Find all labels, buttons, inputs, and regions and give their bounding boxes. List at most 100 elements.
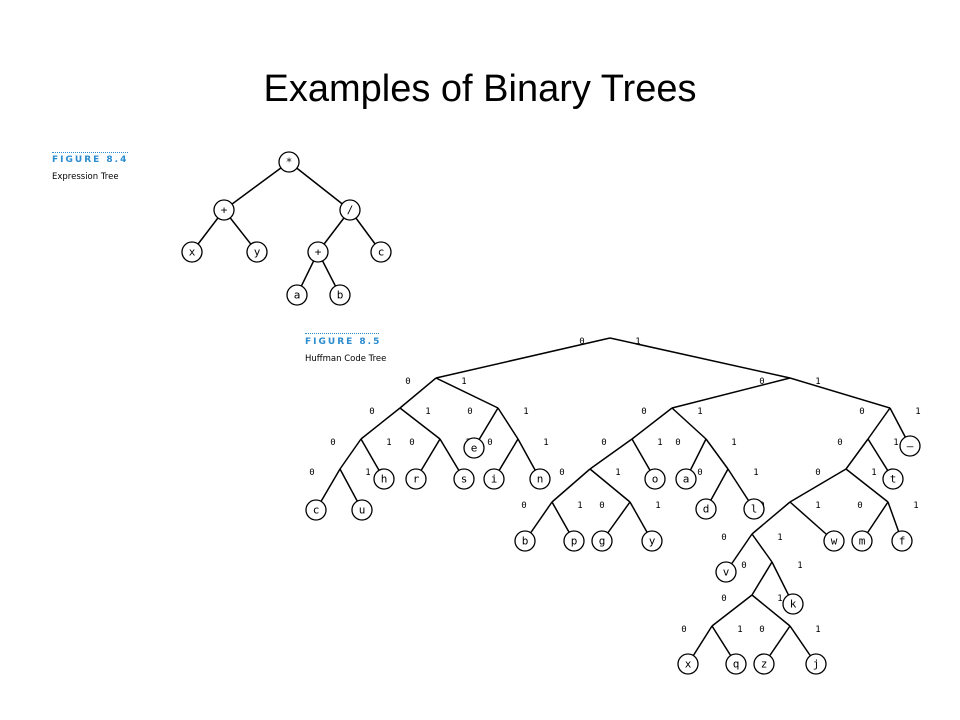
huffman-node-circle-q: [725, 653, 747, 675]
expression-node-y: y: [246, 241, 268, 263]
huffman-edge-label-RLL-o: 1: [657, 438, 662, 448]
expression-node-text-mul: *: [286, 156, 293, 169]
huffman-node-text-m: m: [859, 535, 866, 548]
huffman-node-circle-k: [782, 593, 804, 615]
huffman-node-j: j: [805, 653, 827, 675]
huffman-edge-label-V2-V3: 0: [741, 561, 746, 571]
huffman-edge-RL-RLR: [671, 407, 707, 440]
huffman-node-text-k: k: [790, 598, 797, 611]
huffman-edge-V3-V4: [711, 594, 753, 627]
slide-title: Examples of Binary Trees: [263, 68, 697, 110]
huffman-edge-label-LLLL-u: 1: [365, 468, 370, 478]
huffman-edge-label-V4-x: 0: [681, 625, 686, 635]
huffman-edge-label-r-L: 0: [579, 337, 584, 347]
huffman-node-z: z: [753, 653, 775, 675]
huffman-edge-label-RLLL-RLLLL: 0: [559, 468, 564, 478]
expression-node-x: x: [181, 241, 203, 263]
huffman-edge-label-LRR-n: 1: [543, 438, 548, 448]
huffman-node-k: k: [782, 593, 804, 615]
expression-node-text-plus1: +: [221, 204, 228, 217]
expression-node-plus2: +: [307, 241, 329, 263]
huffman-node-u: u: [351, 499, 373, 521]
huffman-edge-RLLL-RLLLL: [551, 468, 591, 503]
huffman-node-text-i: i: [491, 473, 498, 486]
huffman-node-n: n: [529, 468, 551, 490]
huffman-node-text-d: d: [703, 503, 710, 516]
huffman-edge-label-RLLLL-b: 0: [521, 501, 526, 511]
expression-node-circle-b: [329, 284, 351, 306]
huffman-edge-label-LLL-LLLL: 0: [330, 438, 335, 448]
huffman-edge-label-RRLL-RRLLR: 1: [871, 468, 876, 478]
huffman-node-w: w: [823, 530, 845, 552]
expression-node-circle-plus1: [213, 199, 235, 221]
huffman-edge-label-RLRR-l: 1: [753, 468, 758, 478]
huffman-node-text-p: p: [571, 535, 578, 548]
huffman-edge-RRL-RRLL: [845, 438, 869, 470]
huffman-node-circle-z: [753, 653, 775, 675]
huffman-edge-RLR-RLRR: [705, 438, 729, 470]
huffman-node-text-y: y: [649, 535, 656, 548]
huffman-node-circle-h: [373, 468, 395, 490]
huffman-edge-label-V5-z: 0: [759, 625, 764, 635]
huffman-edge-R-RR: [789, 377, 891, 409]
huffman-edge-RL-RLL: [631, 407, 673, 440]
huffman-node-circle-y: [641, 530, 663, 552]
huffman-edge-RRLL-RRLLR: [845, 468, 889, 503]
huffman-edge-LL-LLR: [399, 407, 441, 440]
huffman-edge-label-r-R: 1: [635, 337, 640, 347]
huffman-edge-V3-V5: [751, 594, 791, 627]
huffman-node-space: —: [899, 435, 921, 457]
huffman-tree: 0101010101010101010101010101010101010101…: [305, 337, 921, 675]
huffman-node-g: g: [591, 530, 613, 552]
huffman-node-text-q: q: [733, 658, 740, 671]
huffman-edge-label-V5-j: 1: [815, 625, 820, 635]
figure-8-5-label: FIGURE 8.5: [305, 337, 382, 347]
figure-8-4-label: FIGURE 8.4: [52, 155, 129, 165]
huffman-node-y: y: [641, 530, 663, 552]
huffman-node-q: q: [725, 653, 747, 675]
huffman-edge-label-L-LL: 0: [405, 377, 410, 387]
expression-node-b: b: [329, 284, 351, 306]
huffman-node-text-t: t: [890, 473, 897, 486]
expression-node-circle-c: [370, 241, 392, 263]
huffman-edge-label-RL-RLL: 0: [641, 407, 646, 417]
huffman-node-x: x: [677, 653, 699, 675]
huffman-edge-label-V2-k: 1: [797, 561, 802, 571]
huffman-edge-label-LR-e: 0: [467, 407, 472, 417]
expression-node-text-x: x: [189, 246, 196, 259]
huffman-node-a: a: [675, 468, 697, 490]
huffman-node-r_leaf: r: [405, 468, 427, 490]
huffman-node-text-b: b: [522, 535, 529, 548]
huffman-node-t: t: [882, 468, 904, 490]
expression-node-circle-x: [181, 241, 203, 263]
huffman-node-circle-n: [529, 468, 551, 490]
huffman-node-l: l: [743, 498, 765, 520]
huffman-node-text-w: w: [831, 535, 838, 548]
huffman-node-text-r_leaf: r: [413, 473, 420, 486]
huffman-edge-RLL-RLLL: [589, 438, 633, 470]
huffman-edge-label-V1-V2: 1: [777, 533, 782, 543]
huffman-node-circle-f: [891, 530, 913, 552]
huffman-node-circle-x: [677, 653, 699, 675]
figure-8-5-rule: [305, 333, 379, 334]
figure-8-5-caption: Huffman Code Tree: [305, 354, 387, 364]
huffman-node-text-l: l: [751, 503, 758, 516]
huffman-node-circle-l: [743, 498, 765, 520]
huffman-edge-RLLL-RLLLR: [589, 468, 631, 503]
huffman-node-m: m: [851, 530, 873, 552]
huffman-edge-label-RLR-RLRR: 1: [731, 438, 736, 448]
huffman-node-text-n: n: [537, 473, 544, 486]
huffman-edge-label-RLLL-RLLLR: 1: [615, 468, 620, 478]
huffman-edge-label-RR-space: 1: [915, 407, 920, 417]
huffman-edge-RRLL-RRLLL: [789, 468, 847, 503]
huffman-node-text-j: j: [813, 658, 820, 671]
huffman-edge-label-RRLL-RRLLL: 0: [815, 468, 820, 478]
huffman-edge-label-RLLLR-g: 0: [599, 501, 604, 511]
huffman-node-text-o: o: [652, 473, 659, 486]
huffman-node-text-u: u: [359, 504, 366, 517]
huffman-node-circle-u: [351, 499, 373, 521]
expression-node-text-div: /: [347, 204, 354, 217]
huffman-node-i: i: [483, 468, 505, 490]
huffman-edge-label-RLLLL-p: 1: [577, 501, 582, 511]
